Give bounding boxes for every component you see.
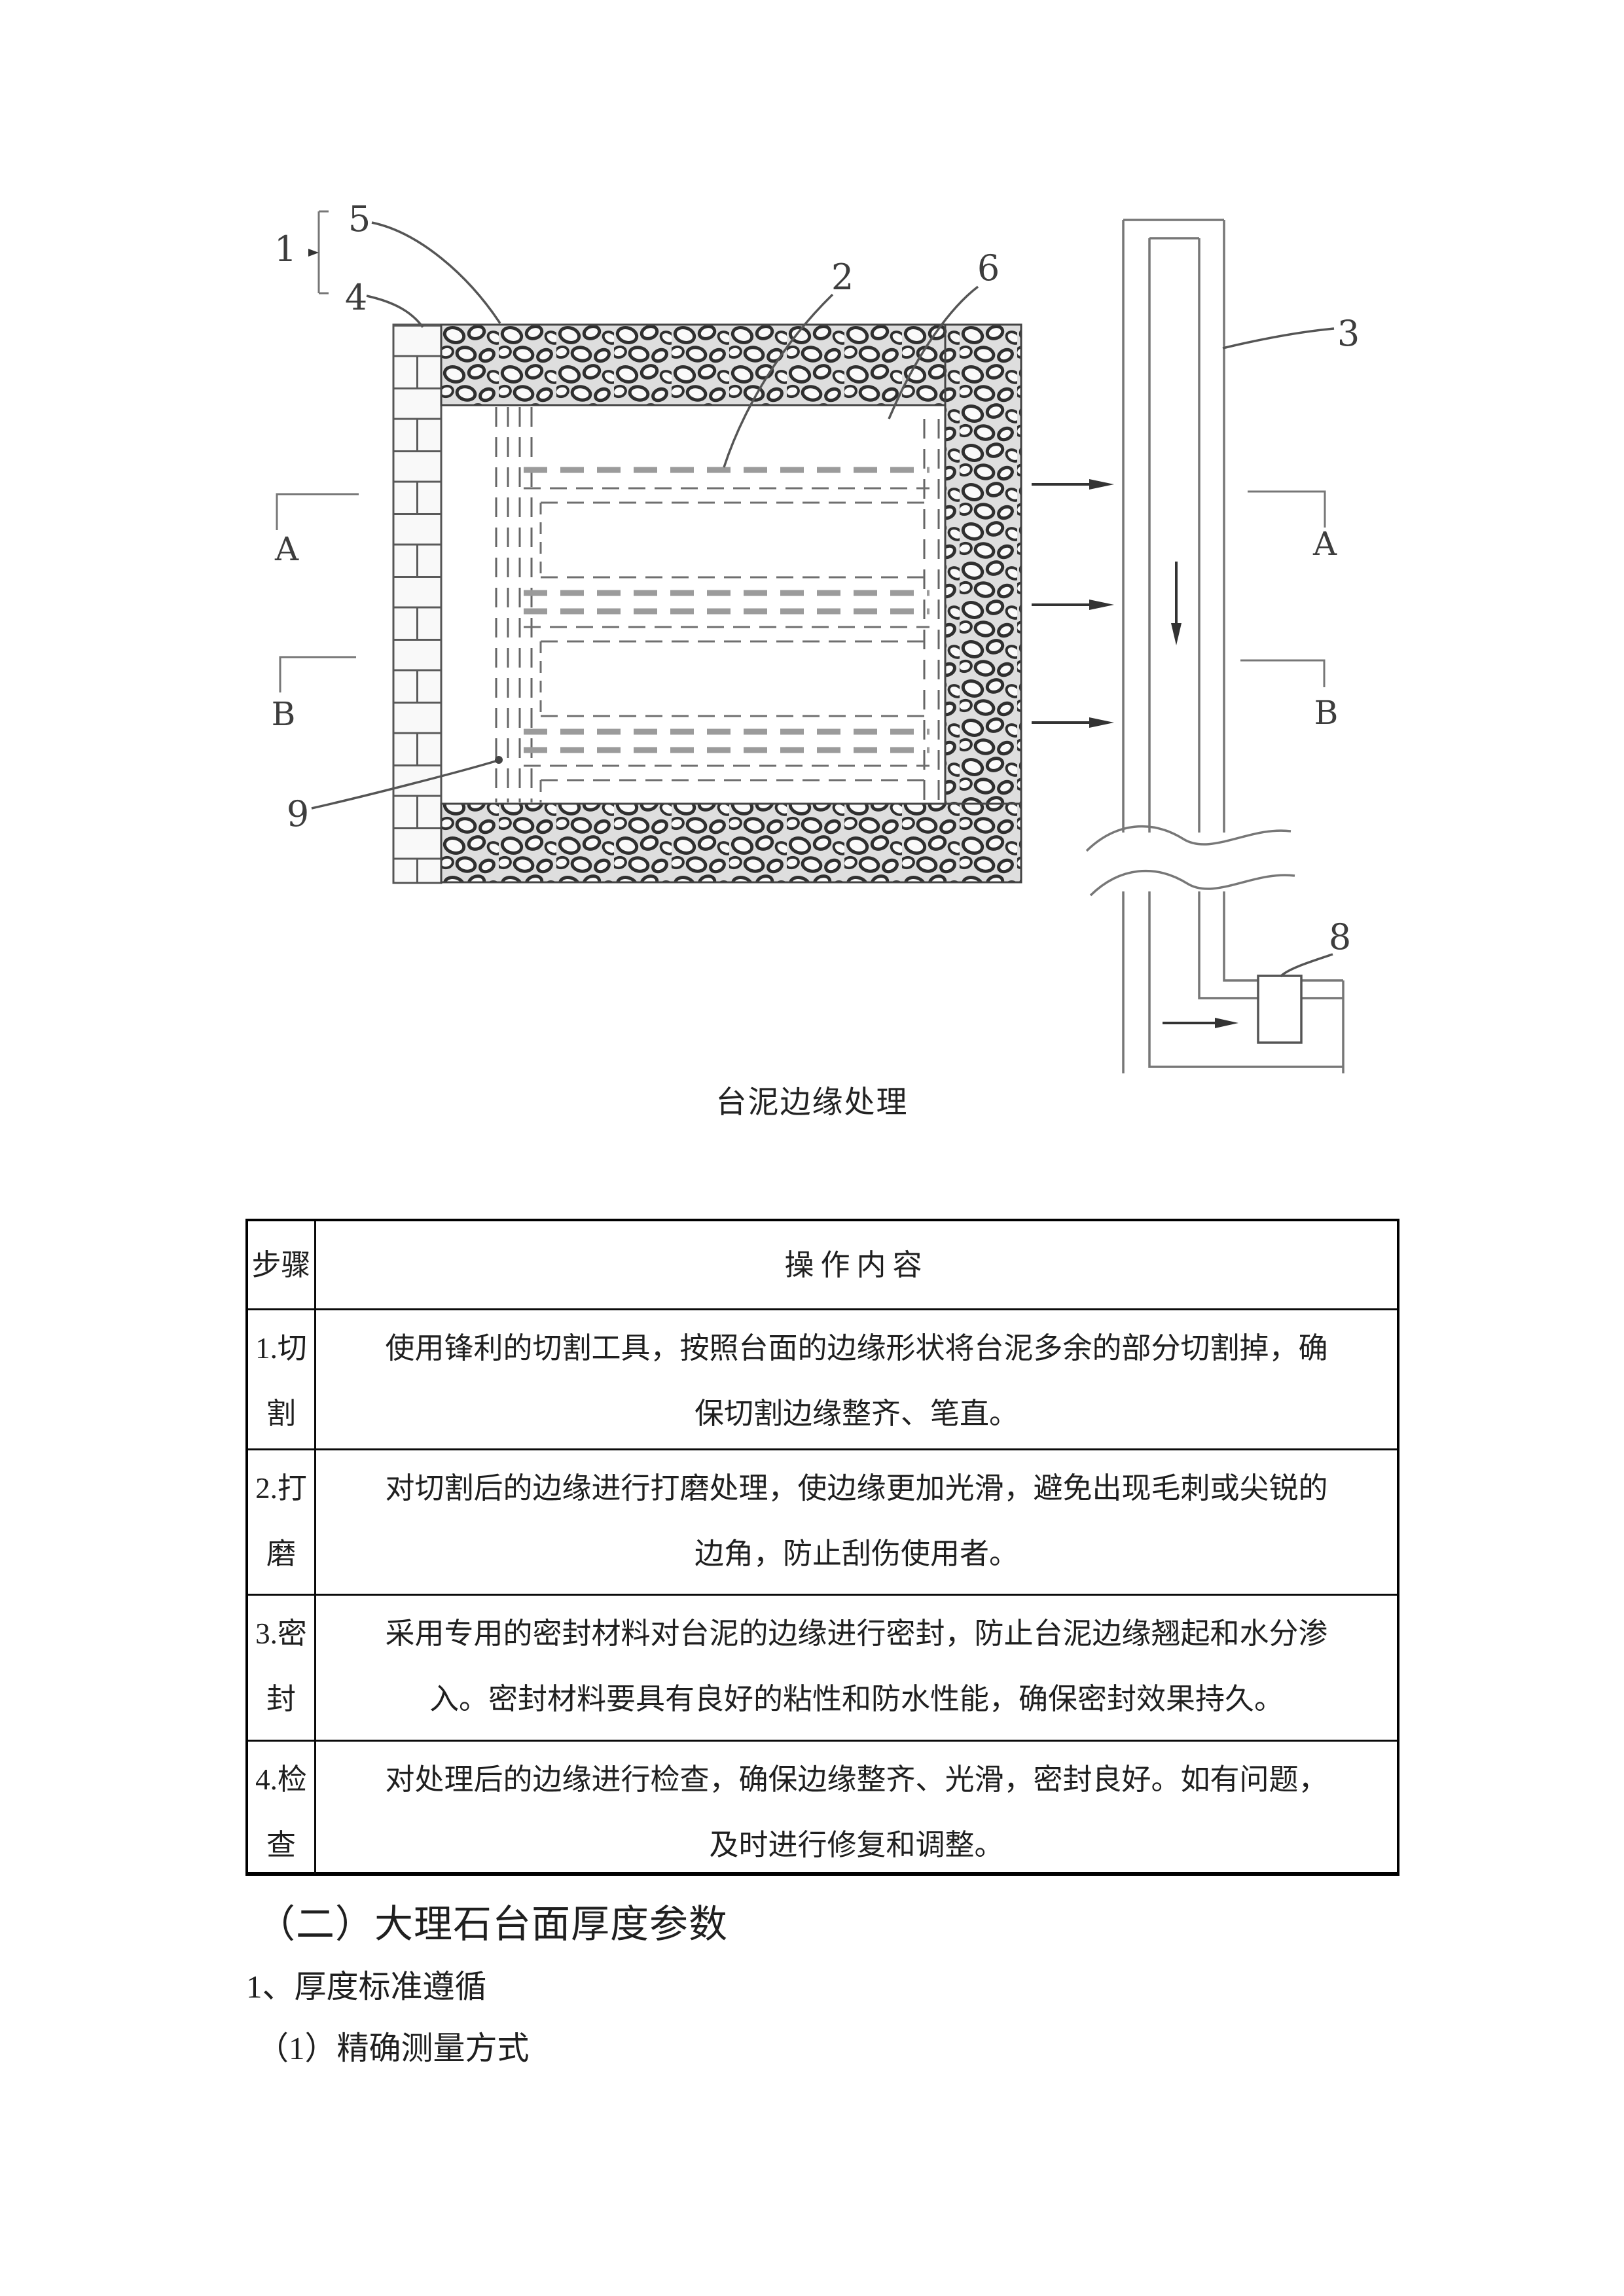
outlet-box xyxy=(1257,975,1303,1044)
flow-arrow-right-3 xyxy=(1032,717,1114,728)
flow-arrow-right-2 xyxy=(1032,600,1114,610)
part-labels: 1 5 4 2 6 3 9 8 xyxy=(274,198,1360,958)
pebble-band-top xyxy=(440,323,1022,406)
content-cell: 采用专用的密封材料对台泥的边缘进行密封，防止台泥边缘翘起和水分渗 入。密封材料要… xyxy=(385,1617,1328,1715)
steps-table: 步骤 操作内容 1.切 割 使用锋利的切割工具，按照台面的边缘形状将台泥多余的部… xyxy=(245,1219,1399,1876)
figure-label-5: 5 xyxy=(348,198,370,240)
break-wave-lower xyxy=(1089,869,1295,897)
section-b-left-bracket xyxy=(279,656,356,692)
figure-label-2: 2 xyxy=(831,257,854,298)
content-cell: 使用锋利的切割工具，按照台面的边缘形状将台泥多余的部分切割掉，确 保切割边缘整齐… xyxy=(385,1332,1328,1430)
section-label-a-left: A xyxy=(274,530,299,568)
section-a-left-bracket xyxy=(276,493,359,530)
section-a-right-bracket xyxy=(1248,490,1326,528)
table-header-step: 步骤 xyxy=(248,1221,316,1308)
pebble-bands xyxy=(440,323,1022,884)
section-subheading-2: （1）精确测量方式 xyxy=(257,2030,530,2066)
section-subheading-1: 1、厚度标准遵循 xyxy=(246,1969,487,2005)
label-1-bracket-tick xyxy=(308,249,319,257)
flow-arrow-down-pipe xyxy=(1171,562,1182,645)
leader-lines xyxy=(311,221,1335,978)
step-cell: 4.检 查 xyxy=(248,1742,316,1874)
countertop-edge-diagram: 1 5 4 2 6 3 9 8 A B A B xyxy=(272,198,1360,1086)
pebble-band-bottom xyxy=(440,802,1022,884)
liner-layers xyxy=(495,407,940,802)
step-cell: 2.打 磨 xyxy=(248,1450,316,1594)
figure-label-6: 6 xyxy=(977,247,1000,289)
table-row: 1.切 割 使用锋利的切割工具，按照台面的边缘形状将台泥多余的部分切割掉，确 保… xyxy=(248,1310,1397,1450)
leader-3 xyxy=(1222,327,1335,350)
section-markers xyxy=(276,490,1326,692)
patent-figure: 1 5 4 2 6 3 9 8 A B A B xyxy=(229,183,1420,1086)
drain-pipe xyxy=(1085,219,1344,1086)
flow-arrows xyxy=(1032,479,1238,1028)
leader-8 xyxy=(1279,953,1333,978)
section-label-a-right: A xyxy=(1312,525,1337,563)
label-1-bracket xyxy=(317,210,329,295)
leader-9 xyxy=(311,760,496,810)
section-label-b-right: B xyxy=(1314,694,1339,732)
table-row: 2.打 磨 对切割后的边缘进行打磨处理，使边缘更加光滑，避免出现毛刺或尖锐的 边… xyxy=(248,1450,1397,1596)
figure-label-4: 4 xyxy=(345,277,367,318)
section-b-right-bracket xyxy=(1240,659,1326,687)
leader-5 xyxy=(371,221,501,324)
table-row: 3.密 封 采用专用的密封材料对台泥的边缘进行密封，防止台泥边缘翘起和水分渗 入… xyxy=(248,1596,1397,1742)
figure-label-1: 1 xyxy=(274,228,297,270)
leader-2 xyxy=(723,293,834,468)
section-heading: （二）大理石台面厚度参数 xyxy=(257,1903,729,1946)
step-cell: 1.切 割 xyxy=(248,1310,316,1448)
figure-label-3: 3 xyxy=(1337,313,1360,354)
content-cell: 对处理后的边缘进行检查，确保边缘整齐、光滑，密封良好。如有问题， 及时进行修复和… xyxy=(385,1763,1328,1861)
table-header-row: 步骤 操作内容 xyxy=(248,1221,1397,1310)
section-label-b-left: B xyxy=(272,695,296,733)
brick-wall xyxy=(392,323,442,884)
pebble-band-right xyxy=(944,323,1022,884)
content-cell: 对切割后的边缘进行打磨处理，使边缘更加光滑，避免出现毛刺或尖锐的 边角，防止刮伤… xyxy=(385,1472,1328,1570)
step-cell: 3.密 封 xyxy=(248,1596,316,1740)
table-header-content: 操作内容 xyxy=(784,1248,929,1282)
leader-6 xyxy=(888,285,979,420)
flow-arrow-outlet xyxy=(1163,1018,1238,1028)
leader-9-dot xyxy=(495,756,503,764)
flow-arrow-right-1 xyxy=(1032,479,1114,490)
section-labels: A B A B xyxy=(272,525,1339,733)
table-row: 4.检 查 对处理后的边缘进行检查，确保边缘整齐、光滑，密封良好。如有问题， 及… xyxy=(248,1742,1397,1874)
figure-caption: 台泥边缘处理 xyxy=(715,1086,909,1120)
break-wave-upper xyxy=(1085,825,1291,852)
figure-label-8: 8 xyxy=(1329,916,1351,958)
leader-4 xyxy=(366,295,424,329)
figure-label-9: 9 xyxy=(287,793,309,834)
